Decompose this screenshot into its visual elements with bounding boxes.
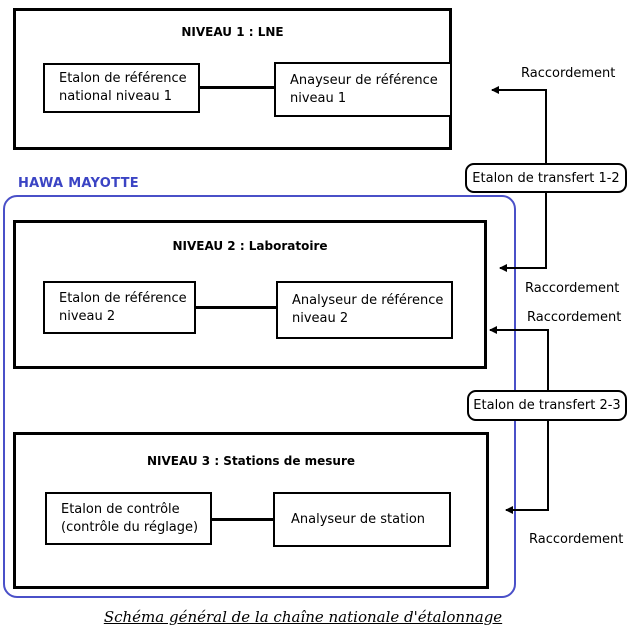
level-3-title: NIVEAU 3 : Stations de mesure [146, 454, 356, 468]
level-2-reference-standard: Etalon de référence niveau 2 [43, 281, 196, 334]
level-2-left-line-1: Etalon de référence [59, 290, 187, 306]
raccordement-label-4: Raccordement [529, 532, 624, 547]
level-2-right-line-2: niveau 2 [292, 311, 349, 326]
link-1-to-transfer-12 [491, 86, 547, 164]
level-1-right-line-1: Anayseur de référence [290, 72, 438, 88]
diagram-caption: Schéma général de la chaîne nationale d'… [103, 608, 503, 626]
raccordement-label-3: Raccordement [527, 310, 622, 325]
level-2-left-line-2: niveau 2 [59, 308, 116, 324]
link-transfer-23-to-3 [505, 420, 549, 514]
level-1-reference-standard: Etalon de référence national niveau 1 [43, 63, 200, 113]
level-3-control-standard: Etalon de contrôle (contrôle du réglage) [45, 492, 212, 545]
level-2-reference-analyzer: Analyseur de référence niveau 2 [276, 281, 453, 339]
raccordement-label-1: Raccordement [521, 66, 616, 81]
link-transfer-12-to-2 [499, 192, 547, 272]
level-2-right-line-1: Analyseur de référence [292, 293, 444, 308]
level-1-connector [200, 86, 274, 89]
level-3-station-analyzer: Analyseur de station [273, 492, 451, 547]
raccordement-label-2: Raccordement [525, 281, 620, 296]
level-3-connector [212, 518, 273, 521]
level-3-left-line-2: (contrôle du réglage) [61, 519, 199, 535]
link-2-to-transfer-23 [489, 326, 549, 390]
transfer-2-3: Etalon de transfert 2-3 [467, 390, 627, 421]
level-1-title: NIVEAU 1 : LNE [181, 25, 284, 39]
level-3-left-line-1: Etalon de contrôle [61, 501, 180, 517]
level-1-right-line-2: niveau 1 [290, 90, 347, 106]
level-2-title: NIVEAU 2 : Laboratoire [172, 239, 328, 253]
level-1-reference-analyzer: Anayseur de référence niveau 1 [274, 62, 452, 117]
level-2-connector [196, 306, 276, 309]
group-title: HAWA MAYOTTE [18, 176, 139, 191]
transfer-1-2: Etalon de transfert 1-2 [465, 163, 627, 193]
level-1-left-line-2: national niveau 1 [59, 89, 172, 104]
level-3-right-line-1: Analyseur de station [291, 511, 426, 527]
level-1-left-line-1: Etalon de référence [59, 71, 187, 86]
